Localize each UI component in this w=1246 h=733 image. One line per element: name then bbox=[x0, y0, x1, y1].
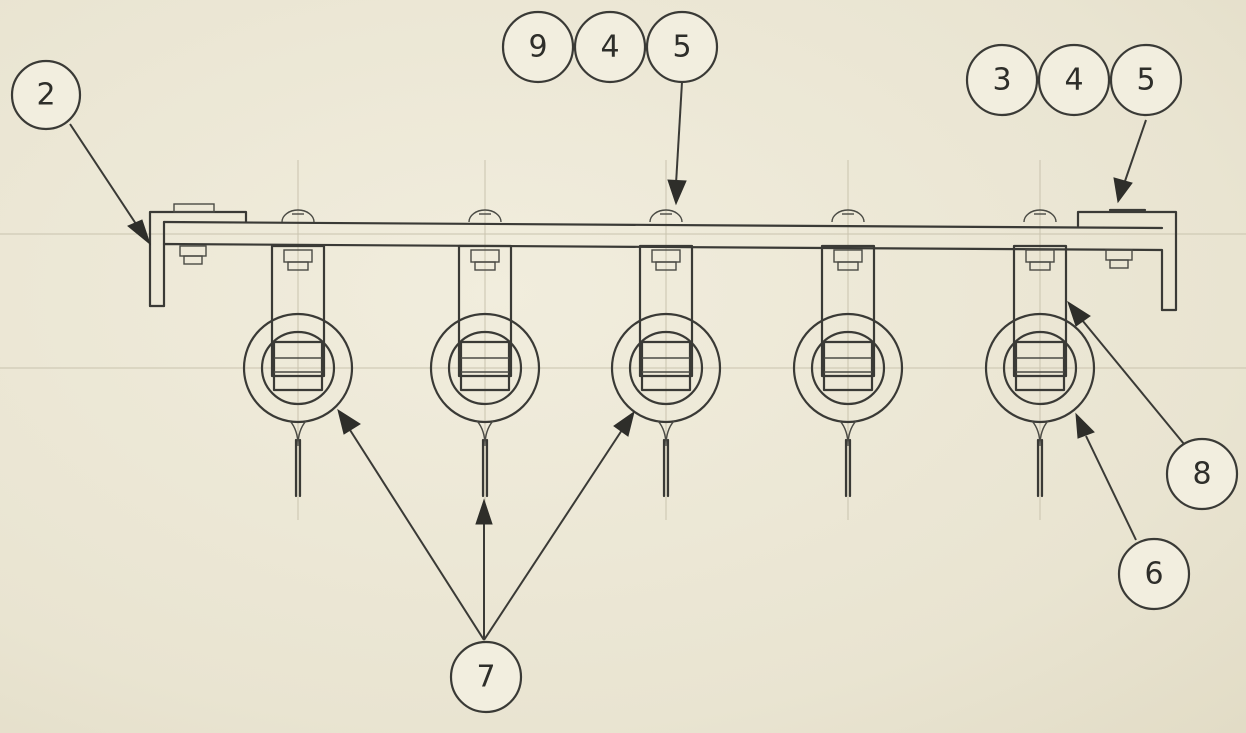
balloon-right-1-label: 3 bbox=[992, 63, 1011, 98]
balloon-group-center: 9 4 5 bbox=[501, 10, 719, 84]
end-fastener-left bbox=[179, 245, 207, 265]
balloon-7-label: 7 bbox=[476, 660, 495, 695]
construction-lines bbox=[0, 160, 1246, 520]
balloon-6: 6 bbox=[1117, 537, 1191, 611]
clip-assembly bbox=[610, 209, 722, 498]
balloon-2-label: 2 bbox=[36, 78, 55, 113]
balloon-center-2-label: 4 bbox=[600, 30, 619, 65]
end-fastener-right bbox=[1105, 249, 1133, 269]
balloon-8-label: 8 bbox=[1192, 457, 1211, 492]
balloon-8: 8 bbox=[1165, 437, 1239, 511]
clip-assembly bbox=[984, 209, 1096, 498]
clip-assembly bbox=[242, 209, 354, 498]
leader-lines bbox=[69, 81, 1185, 641]
balloon-right-2-label: 4 bbox=[1064, 63, 1083, 98]
balloon-6-label: 6 bbox=[1144, 557, 1163, 592]
balloon-7: 7 bbox=[449, 640, 523, 714]
clip-assembly bbox=[792, 209, 904, 498]
balloon-center-1-label: 9 bbox=[528, 30, 547, 65]
balloon-group-right: 3 4 5 bbox=[965, 43, 1183, 117]
balloon-right-3-label: 5 bbox=[1136, 63, 1155, 98]
clip-assembly bbox=[429, 209, 541, 498]
balloon-center-3-label: 5 bbox=[672, 30, 691, 65]
balloon-2: 2 bbox=[10, 59, 82, 131]
mounting-rail bbox=[148, 203, 1178, 312]
